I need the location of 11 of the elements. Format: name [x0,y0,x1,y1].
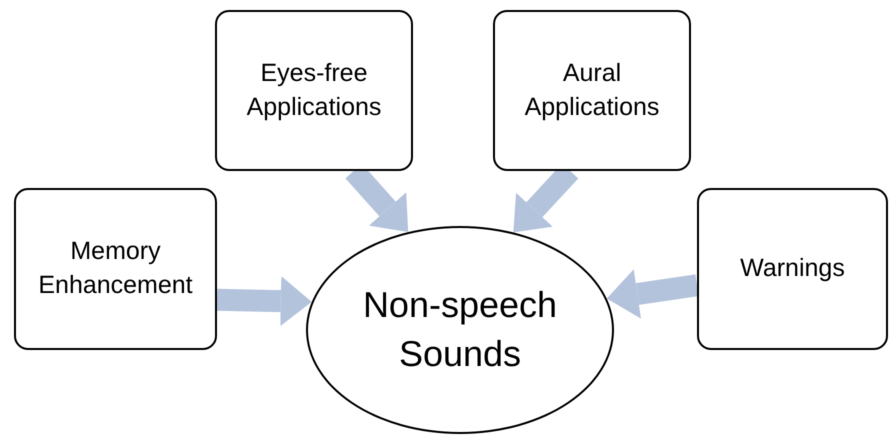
node-label: Non-speech Sounds [362,283,558,376]
rounded-box [215,10,413,171]
block-arrow [216,276,312,326]
rounded-box [493,10,691,171]
rounded-box [14,188,217,350]
rounded-box [697,188,888,350]
node-label: Eyes-free Applications [246,58,382,122]
node-label: Memory Enhancement [37,236,194,301]
block-arrow [606,269,699,319]
node-label: Warnings [739,253,846,284]
node-label: Aural Applications [524,58,660,122]
